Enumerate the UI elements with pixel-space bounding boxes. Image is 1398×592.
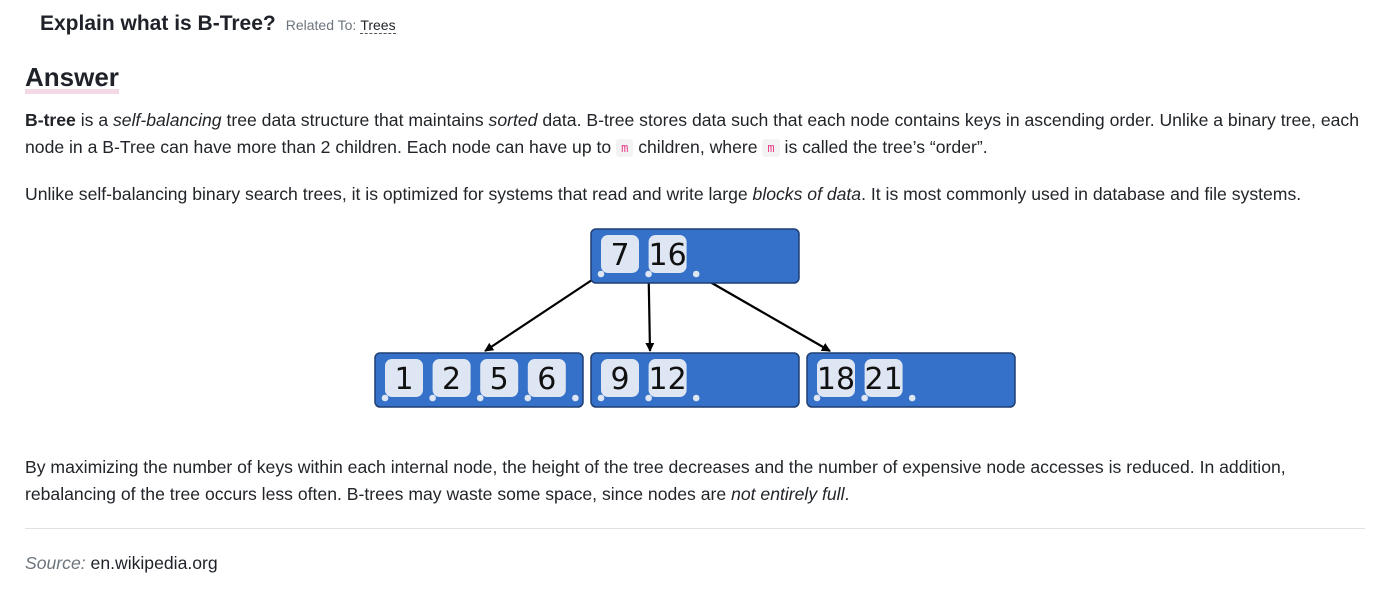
child-pointer-dot <box>813 394 821 402</box>
key-label: 7 <box>610 238 629 273</box>
p1-text-2: tree data structure that maintains <box>221 110 489 130</box>
p3-text-1: By maximizing the number of keys within … <box>25 457 1286 504</box>
key-box <box>864 359 903 397</box>
child-pointer-dot <box>476 394 484 402</box>
p3-text-2: . <box>844 484 850 504</box>
p1-text-4: children, where <box>633 137 763 157</box>
key-box <box>527 359 566 397</box>
inline-code-m: m <box>616 139 634 157</box>
key-label: 16 <box>649 238 687 273</box>
child-pointer-dot <box>645 270 652 278</box>
child-node-3-box <box>806 352 1016 408</box>
p1-text-5: is called the tree’s “order”. <box>779 137 988 157</box>
p2-emphasis-blocks-of-data: blocks of data <box>752 184 862 204</box>
key-label: 18 <box>817 362 855 397</box>
answer-paragraph-1: B-tree is a self-balancing tree data str… <box>25 107 1370 162</box>
answer-paragraph-2: Unlike self-balancing binary search tree… <box>25 181 1370 208</box>
child-pointer-dot <box>597 394 605 402</box>
key-label: 5 <box>490 362 509 397</box>
key-label: 21 <box>865 362 903 397</box>
key-label: 1 <box>394 362 413 397</box>
child-pointer-dot <box>524 394 532 402</box>
tree-edge-arrow <box>645 273 655 352</box>
source-label: Source: <box>25 553 86 573</box>
question-title: Explain what is B-Tree? <box>40 12 276 35</box>
root-node-box <box>590 228 800 284</box>
key-label: 9 <box>610 362 629 397</box>
term-b-tree: B-tree <box>25 110 76 130</box>
p2-text-1: Unlike self-balancing binary search tree… <box>25 184 753 204</box>
tree-edge-arrow <box>695 273 831 352</box>
key-box <box>480 359 519 397</box>
child-pointer-dot <box>381 394 389 402</box>
key-box <box>601 235 639 273</box>
key-box <box>648 359 687 397</box>
child-node-2-box <box>590 352 800 408</box>
child-pointer-dot <box>692 270 700 278</box>
key-label: 2 <box>442 362 461 397</box>
answer-heading: Answer <box>25 60 119 94</box>
root-node: 7 16 <box>590 228 800 284</box>
child-pointer-dot <box>597 270 605 278</box>
p1-emphasis-sorted: sorted <box>488 110 538 130</box>
key-box <box>385 359 423 397</box>
p1-text-1: is a <box>75 110 113 130</box>
tree-edge-arrow <box>484 273 602 352</box>
key-box <box>432 359 471 397</box>
source-line: Source: en.wikipedia.org <box>25 551 218 575</box>
child-pointer-dot <box>645 394 652 402</box>
p3-emphasis-not-entirely-full: not entirely full <box>731 484 845 504</box>
child-node-2: 9 12 <box>590 352 800 408</box>
key-label: 6 <box>537 362 556 397</box>
child-pointer-dot <box>908 394 916 402</box>
answer-paragraph-3: By maximizing the number of keys within … <box>25 454 1370 508</box>
section-divider <box>25 528 1365 529</box>
key-label: 12 <box>649 362 687 397</box>
child-pointer-dot <box>692 394 700 402</box>
inline-code-m-2: m <box>762 139 780 157</box>
key-box <box>817 359 855 397</box>
source-link[interactable]: en.wikipedia.org <box>90 553 218 573</box>
p2-text-2: . It is most commonly used in database a… <box>861 184 1302 204</box>
key-box <box>601 359 639 397</box>
child-pointer-dot <box>572 394 579 402</box>
p1-text-3: data. B-tree stores data such that each … <box>25 110 1359 157</box>
tree-edges <box>484 273 831 352</box>
related-to-label: Related To: <box>285 17 357 33</box>
child-pointer-dot <box>861 394 868 402</box>
p1-emphasis-self-balancing: self-balancing <box>113 110 222 130</box>
related-topic-link[interactable]: Trees <box>360 17 396 34</box>
key-box <box>648 235 687 273</box>
child-pointer-dot <box>429 394 436 402</box>
question-header: Explain what is B-Tree? Related To: Tree… <box>40 12 396 36</box>
